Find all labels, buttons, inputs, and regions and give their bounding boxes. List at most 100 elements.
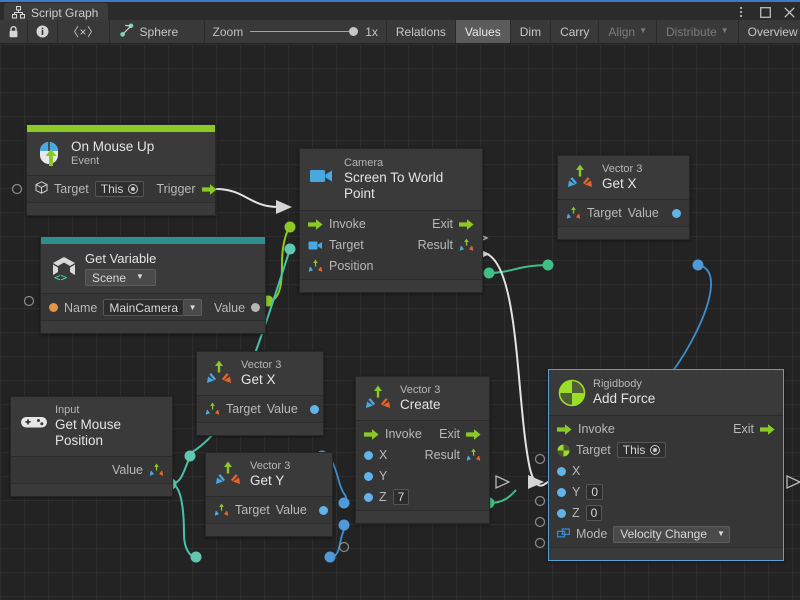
node-title-group: Rigidbody Add Force [593,378,655,407]
toolbar-button-distribute[interactable]: Distribute ▼ [657,20,739,43]
lock-icon[interactable] [0,20,28,43]
z-value-field[interactable]: 0 [585,505,603,522]
zoom-slider[interactable] [250,26,359,38]
node-row-y: Y [356,466,489,487]
maximize-icon[interactable] [758,5,772,19]
y-value-field[interactable]: 0 [586,484,604,501]
flow-arrow-icon[interactable] [466,429,481,440]
toolbar-button-carry[interactable]: Carry [551,20,600,43]
chevron-down-icon: ▼ [639,26,648,35]
port-dot-value[interactable] [672,208,681,218]
node-get-mouse-position[interactable]: Input Get Mouse Position Value [10,396,173,497]
graph-canvas[interactable]: On Mouse Up Event Target This [0,44,800,600]
node-title-group: On Mouse Up Event [71,139,154,168]
toolbar-button-distribute-label: Distribute [666,24,717,39]
close-icon[interactable] [782,5,796,19]
node-footer [356,509,489,523]
node-row-x: X Result [356,445,489,466]
port-dot-name[interactable] [49,303,58,313]
node-body: Target Value [558,199,689,226]
node-body: Value [11,456,172,483]
node-subtitle: Vector 3 [602,163,643,175]
node-subtitle: Camera [344,157,384,169]
info-icon[interactable] [28,20,58,43]
target-picker-icon[interactable] [650,445,661,456]
vector3-icon [206,360,232,386]
tab-script-graph[interactable]: Script Graph [4,3,109,22]
toolbar-button-dim[interactable]: Dim [511,20,552,43]
graph-object-field[interactable]: Sphere [110,20,205,43]
node-subtitle: Vector 3 [250,460,291,472]
node-port-label-mode: Mode [576,527,608,542]
flow-arrow-icon[interactable] [201,184,217,195]
node-row-position: Position [300,256,482,277]
vector3-icon [466,448,481,462]
node-vector3-get-x-top[interactable]: Vector 3 Get X Target Value [557,155,690,240]
node-title: Get Variable [85,251,157,266]
node-port-label-z: Z [379,490,387,505]
port-dot-z[interactable] [557,508,566,518]
node-on-mouse-up[interactable]: On Mouse Up Event Target This [26,124,217,216]
node-rigidbody-add-force[interactable]: Rigidbody Add Force Invoke Exit [548,369,784,561]
port-dot-y[interactable] [364,471,373,481]
node-body: Target Value [197,395,323,422]
node-vector3-create[interactable]: Vector 3 Create Invoke Exit [355,376,490,524]
code-view-button[interactable]: 〈×〉 [58,20,110,43]
node-title: Add Force [593,390,656,406]
port-dot-value[interactable] [251,303,261,313]
toolbar-button-relations[interactable]: Relations [387,20,456,43]
force-mode-dropdown[interactable]: Velocity Change ▼ [613,525,730,543]
node-screen-to-world-point[interactable]: Camera Screen To World Point Invoke Exit [299,148,483,293]
node-row-name: Name MainCamera ▼ Value [41,297,265,318]
node-title-group: Vector 3 Get X [241,359,281,388]
zoom-slider-knob[interactable] [349,26,359,36]
node-port-label-target: Target [226,402,261,417]
flow-arrow-icon[interactable] [760,424,775,435]
svg-text:<>: <> [54,271,68,284]
flow-arrow-icon[interactable] [459,219,474,230]
node-get-variable[interactable]: <> Get Variable Scene ▼ Name MainCamera [40,236,266,335]
variable-kind-dropdown[interactable]: Scene ▼ [85,269,157,287]
port-dot-value[interactable] [309,404,319,414]
zoom-control[interactable]: Zoom 1x [205,20,387,43]
target-this-selector[interactable]: This [616,442,667,459]
node-row-y: Y 0 [549,482,783,503]
node-port-label-exit: Exit [733,422,754,437]
node-port-label-z: Z [572,506,580,521]
flow-arrow-icon[interactable] [364,429,379,440]
node-port-label-value: Value [266,402,298,417]
node-port-label-exit: Exit [439,427,460,442]
node-footer [27,201,215,215]
port-dot-x[interactable] [364,450,373,460]
port-dot-value[interactable] [318,505,328,515]
node-vector3-get-y[interactable]: Vector 3 Get Y Target Value [205,452,333,537]
node-header: <> Get Variable Scene ▼ [41,244,265,295]
node-title-group: Camera Screen To World Point [344,157,472,202]
flow-arrow-icon[interactable] [308,219,323,230]
z-value-field[interactable]: 7 [392,489,410,506]
toolbar-button-align[interactable]: Align ▼ [599,20,658,43]
toolbar-button-overview[interactable]: Overview [739,20,800,43]
port-dot-x[interactable] [557,466,566,476]
graph-object-label: Sphere [139,24,179,39]
node-port-label-invoke: Invoke [385,427,422,442]
node-row-target: Target This Trigger [27,179,217,200]
flow-arrow-icon[interactable] [557,424,572,435]
node-vector3-get-x-mid[interactable]: Vector 3 Get X Target Value [196,351,324,436]
node-port-label-result: Result [417,238,453,253]
toolbar-button-values[interactable]: Values [455,20,511,43]
variable-name-dropdown-icon[interactable]: ▼ [184,299,203,317]
node-title-group: Vector 3 Get X [602,163,642,192]
port-dot-y[interactable] [557,487,566,497]
node-body: Target This Trigger [27,175,217,202]
port-dot-z[interactable] [364,492,373,502]
node-row-z: Z 0 [549,503,783,524]
target-this-selector[interactable]: This [94,181,145,198]
node-subtitle: Event [71,154,100,167]
vector3-icon [567,164,593,190]
window-menu-icon[interactable] [734,5,748,19]
variable-name-field[interactable]: MainCamera [103,299,185,317]
node-body: Invoke Exit Target [549,415,783,547]
target-picker-icon[interactable] [128,184,139,195]
